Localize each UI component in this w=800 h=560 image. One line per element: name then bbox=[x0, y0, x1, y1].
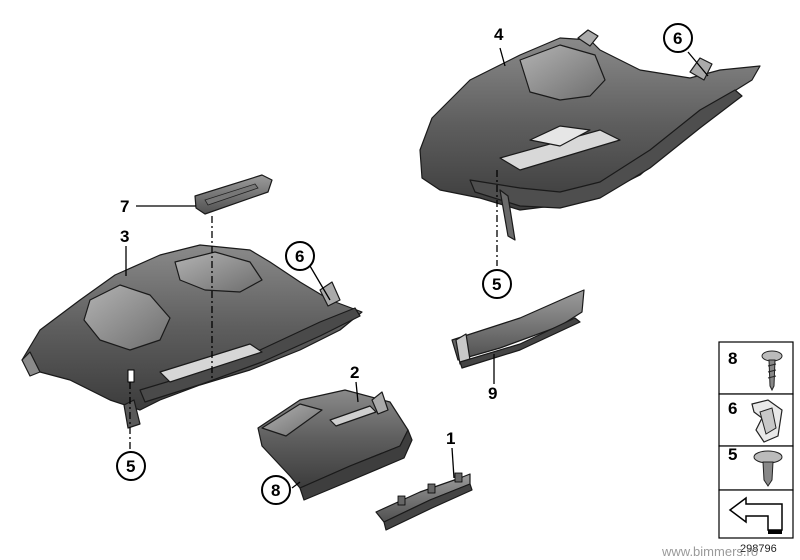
callout-6a: 6 bbox=[673, 29, 682, 48]
diagram-code: 298796 bbox=[740, 543, 777, 555]
callout-5a: 5 bbox=[126, 457, 135, 476]
part-9-trim-strip bbox=[451, 289, 585, 369]
leader-6a bbox=[687, 51, 709, 77]
fitting-arrow-icon bbox=[728, 496, 783, 534]
part-7-cover-strip bbox=[194, 174, 273, 215]
callout-7: 7 bbox=[120, 197, 129, 216]
legend-label-5: 5 bbox=[728, 445, 737, 464]
leader-lines bbox=[125, 47, 709, 489]
legend-label-8: 8 bbox=[728, 349, 737, 368]
clip-nut-icon bbox=[751, 399, 783, 443]
callout-circle-8 bbox=[261, 475, 291, 505]
part-3-glovebox-housing-lower bbox=[21, 244, 363, 429]
callout-3: 3 bbox=[120, 227, 129, 246]
part-2-glovebox bbox=[257, 389, 413, 501]
legend-row-8 bbox=[718, 341, 794, 395]
fastener-legend: 8 6 5 bbox=[718, 341, 794, 539]
callout-9: 9 bbox=[488, 384, 497, 403]
callout-circle-5a bbox=[116, 451, 146, 481]
leader-2 bbox=[355, 381, 359, 403]
callout-6b: 6 bbox=[295, 247, 304, 266]
callout-circle-6b bbox=[285, 241, 315, 271]
screw-icon bbox=[761, 350, 783, 392]
legend-label-6: 6 bbox=[728, 399, 737, 418]
callouts: 4 6 5 7 3 6 5 2 9 1 8 bbox=[116, 23, 693, 505]
callout-circle-6a bbox=[663, 23, 693, 53]
callout-4: 4 bbox=[494, 25, 504, 44]
callout-1: 1 bbox=[446, 429, 455, 448]
callout-circle-5b bbox=[482, 269, 512, 299]
part-1-lower-trim bbox=[375, 472, 473, 531]
expanding-rivet-icon bbox=[753, 450, 783, 487]
watermark: www.bimmers.ro bbox=[661, 544, 758, 559]
leader-4 bbox=[499, 47, 506, 67]
part-4-glovebox-housing-upper bbox=[419, 29, 761, 241]
callout-2: 2 bbox=[350, 363, 359, 382]
leader-8 bbox=[291, 481, 301, 489]
callout-5b: 5 bbox=[492, 275, 501, 294]
leader-1 bbox=[451, 447, 455, 479]
callout-8: 8 bbox=[271, 481, 280, 500]
leader-6b bbox=[309, 265, 331, 301]
